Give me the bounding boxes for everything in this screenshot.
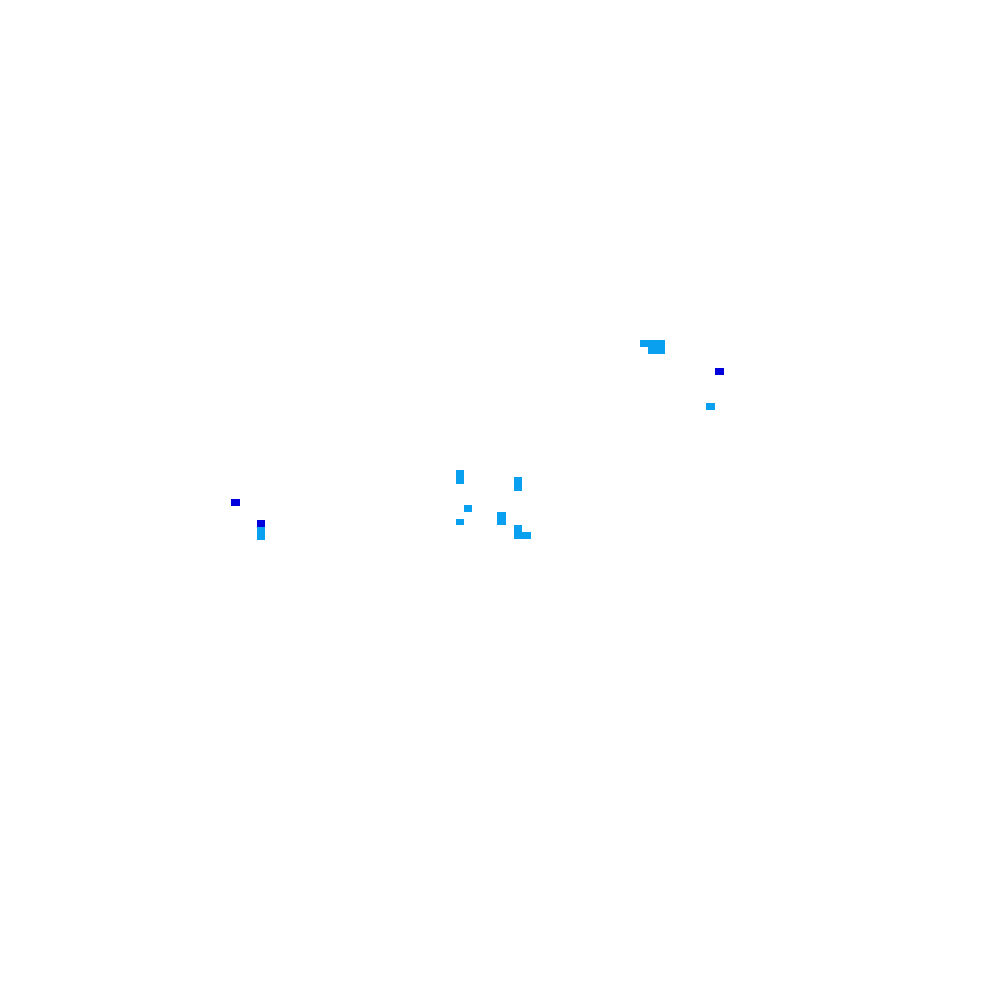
pixel-block <box>464 505 472 512</box>
pixel-block <box>648 347 665 354</box>
pixel-block <box>706 403 715 410</box>
pixel-block <box>640 340 665 347</box>
pixel-block <box>514 532 531 539</box>
pixel-block <box>257 527 265 540</box>
pixel-block <box>514 525 522 532</box>
pixel-block <box>456 470 464 484</box>
pixel-block <box>456 519 464 525</box>
pixel-block <box>231 499 240 506</box>
pixel-block <box>257 520 265 527</box>
pixel-block <box>497 512 506 525</box>
pixel-block <box>715 368 724 375</box>
pixel-block <box>514 477 522 491</box>
